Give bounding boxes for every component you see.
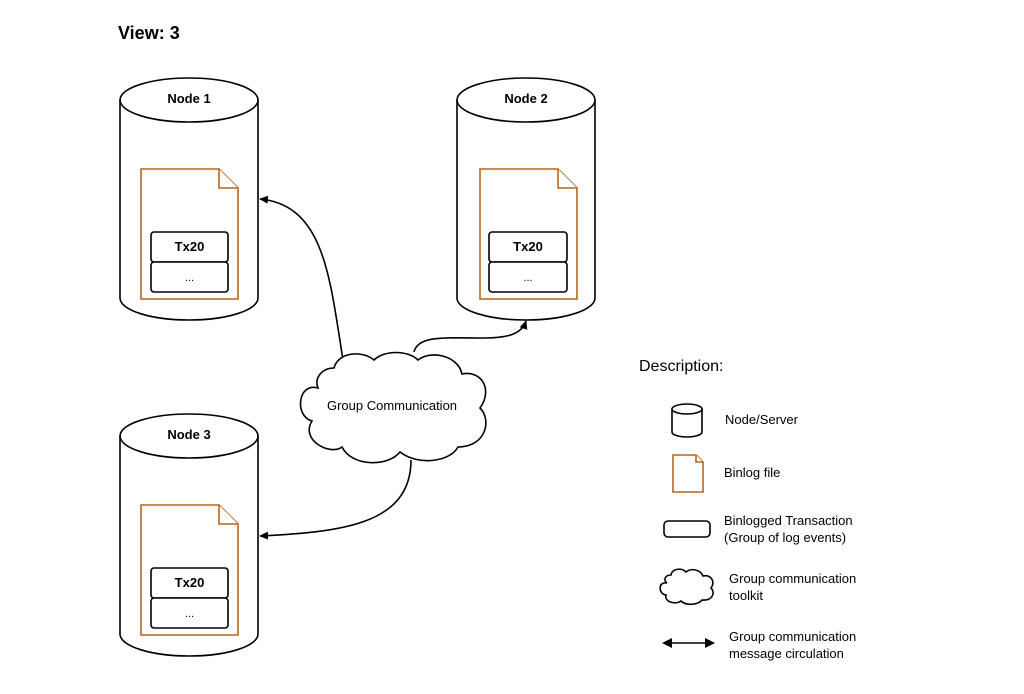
legend-message-label-line-1: Group communication <box>729 629 856 644</box>
node-1-cylinder-rim <box>119 99 259 123</box>
node-2: Node 2 Tx20 ... <box>456 77 596 321</box>
node-1-binlog-file: Tx20 ... <box>140 168 239 300</box>
view-title: View: 3 <box>118 23 180 43</box>
legend-item-transaction: Binlogged Transaction (Group of log even… <box>663 513 853 545</box>
legend-toolkit-label-line-2: toolkit <box>729 588 763 603</box>
node-3-binlog-file: Tx20 ... <box>140 504 239 636</box>
node-1-more-label: ... <box>185 272 194 284</box>
group-communication-cloud: Group Communication <box>299 351 487 464</box>
legend-binlog-file-icon <box>672 454 704 493</box>
description-heading: Description: <box>639 358 723 375</box>
legend-cloud-icon <box>659 568 714 606</box>
node-1-more-box <box>150 261 229 293</box>
arrow-to-node-2 <box>413 320 528 353</box>
legend-cylinder-icon <box>671 403 703 438</box>
node-2-more-label: ... <box>523 272 532 284</box>
legend-transaction-icon <box>663 520 711 538</box>
node-3-label: Node 3 <box>167 427 210 442</box>
node-2-more-box <box>488 261 568 293</box>
legend-item-message-circulation: Group communication message circulation <box>662 629 856 661</box>
node-2-label: Node 2 <box>504 91 547 106</box>
arrow-to-node-1 <box>259 195 344 361</box>
legend-node-server-label: Node/Server <box>725 412 799 427</box>
legend-transaction-label-line-1: Binlogged Transaction <box>724 513 853 528</box>
node-1-label: Node 1 <box>167 91 210 106</box>
node-2-binlog-file: Tx20 ... <box>479 168 578 300</box>
legend-message-label-line-2: message circulation <box>729 646 844 661</box>
cloud-label: Group Communication <box>327 398 457 413</box>
legend-binlog-file-label: Binlog file <box>724 465 780 480</box>
node-1: Node 1 Tx20 ... <box>119 77 259 321</box>
description-legend: Description: Node/Server Binlog file Bin… <box>639 358 856 661</box>
node-3-transaction-label: Tx20 <box>175 575 205 590</box>
cloud-icon <box>299 351 487 464</box>
legend-item-node-server: Node/Server <box>671 403 799 438</box>
node-3-more-label: ... <box>185 608 194 620</box>
node-2-transaction-label: Tx20 <box>513 239 543 254</box>
node-3: Node 3 Tx20 ... <box>119 413 259 657</box>
legend-toolkit-label-line-1: Group communication <box>729 571 856 586</box>
node-2-cylinder-rim <box>456 99 596 123</box>
legend-item-binlog-file: Binlog file <box>672 454 780 493</box>
arrow-to-node-3 <box>259 459 412 540</box>
node-3-more-box <box>150 597 229 629</box>
node-3-cylinder-rim <box>119 435 259 459</box>
node-1-transaction-label: Tx20 <box>175 239 205 254</box>
legend-item-toolkit: Group communication toolkit <box>659 568 856 606</box>
legend-transaction-label-line-2: (Group of log events) <box>724 530 846 545</box>
